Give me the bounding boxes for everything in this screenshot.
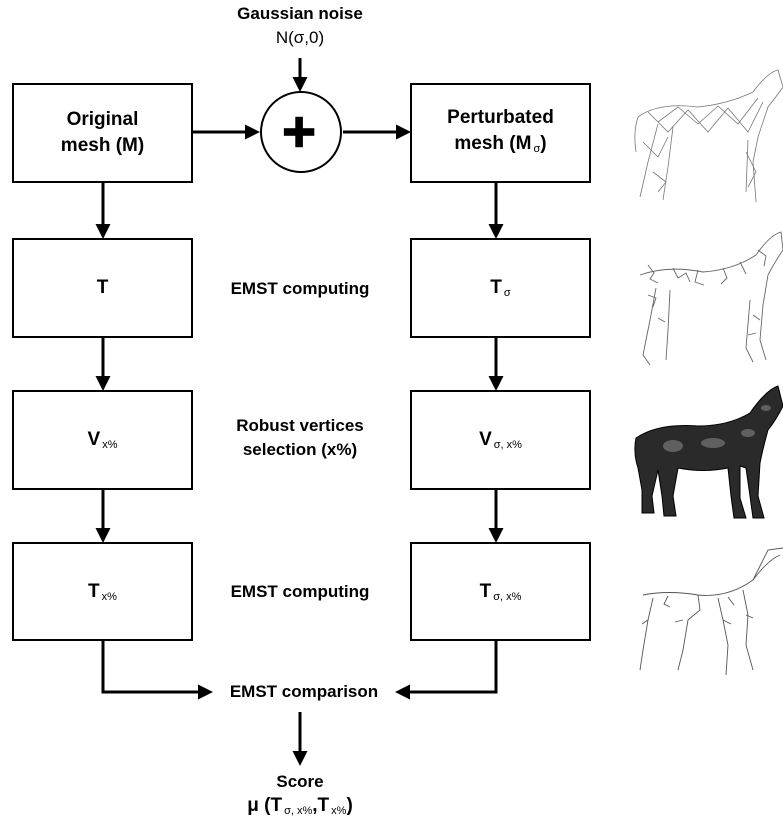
sum-node [260, 91, 342, 173]
perturbated-line2-close: ) [540, 132, 547, 154]
original-mesh-line2: mesh (M) [60, 135, 145, 156]
arrow-right-to-comparison [395, 641, 498, 700]
score-comma: , [312, 795, 318, 816]
perturbated-line1: Perturbated [447, 106, 554, 128]
noise-label: Gaussian noise N(σ,0) [210, 2, 390, 50]
tsigmax-subscript: σ, x% [493, 590, 522, 603]
score-title: Score [276, 772, 324, 791]
vsigma-symbol: V [479, 429, 492, 450]
plus-icon [283, 116, 315, 148]
original-mesh-box: Original mesh (M) [12, 83, 193, 183]
score-mu: μ ( [247, 795, 271, 816]
horse-emst-sparse-icon [639, 547, 783, 676]
emst-computing-label-1: EMST computing [230, 279, 370, 298]
tsigma-symbol: T [490, 277, 502, 298]
score-t1-sub: σ, x% [284, 805, 313, 817]
tsigmax-symbol: T [479, 580, 492, 602]
tx-symbol: T [88, 580, 100, 602]
perturbated-line2-main: mesh (M [454, 132, 532, 154]
v-symbol: V [87, 429, 101, 450]
horse-shaded-icon [634, 385, 783, 519]
score-t2: T [317, 795, 330, 816]
robust-line2: selection (x%) [242, 440, 358, 459]
robust-line1: Robust vertices [236, 416, 364, 435]
emst-computing-label-2: EMST computing [230, 582, 370, 601]
original-mesh-line1: Original [66, 109, 139, 130]
v-subscript: x% [102, 439, 118, 451]
tsigma-subscript: σ [503, 287, 511, 299]
horse-emst-icon [639, 231, 783, 366]
noise-param: N(σ,0) [275, 28, 325, 47]
score-close: ) [346, 795, 353, 816]
noise-title: Gaussian noise [237, 4, 363, 23]
t-box: T [12, 238, 193, 338]
tx-subscript: x% [101, 590, 117, 603]
horse-wireframe-icon [634, 69, 783, 203]
score-t1: T [270, 795, 283, 816]
t-symbol: T [96, 277, 109, 298]
score-t2-sub: x% [331, 805, 347, 817]
emst-comparison-label: EMST comparison [229, 682, 379, 701]
robust-selection-label: Robust vertices selection (x%) [200, 414, 400, 462]
perturbated-line2-sub: σ [533, 142, 541, 155]
arrow-left-to-comparison [101, 641, 213, 700]
vsigma-subscript: σ, x% [493, 439, 522, 451]
